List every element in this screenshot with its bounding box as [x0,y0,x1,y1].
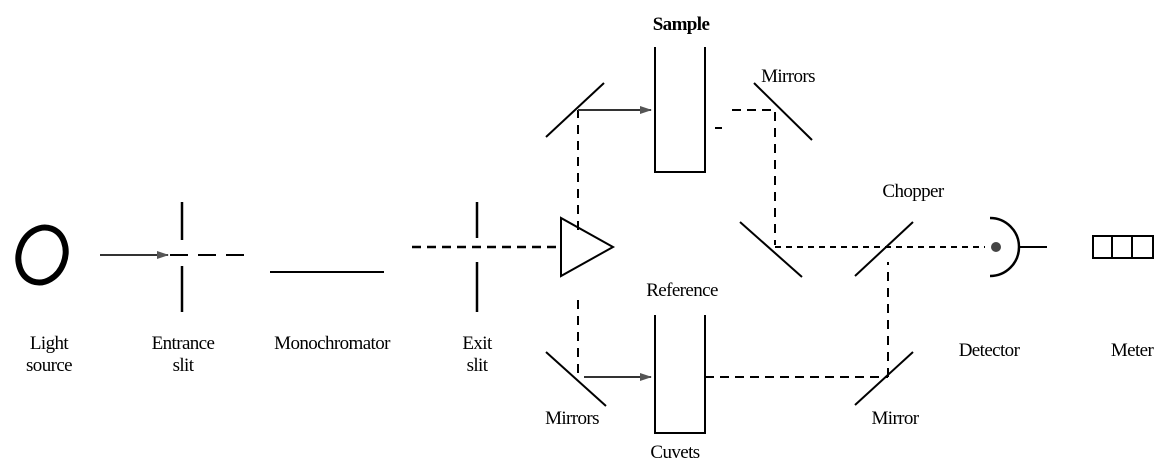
label-cuvets: Cuvets [650,442,700,463]
label-mirrors-bottom: Mirrors [545,408,599,429]
chopper [854,221,914,277]
label-mirrors-top: Mirrors [761,66,815,87]
light-source-lamp [15,224,69,286]
mirror-lower-left [545,351,607,407]
meter [1092,235,1154,259]
label-reference: Reference [646,280,718,301]
label-chopper: Chopper [882,181,944,202]
label-detector: Detector [958,340,1020,361]
label-sample: Sample [652,14,710,35]
label-mirror: Mirror [871,408,919,429]
label-monochromator: Monochromator [274,333,390,354]
mirror-upper-right [753,82,813,141]
reference-cuvet [654,315,706,434]
beam-splitter-prism [560,216,616,278]
mirror-upper-left [545,82,605,138]
mirror-lower-right [854,351,914,406]
label-meter: Meter [1110,340,1154,361]
sample-cuvet [654,47,706,173]
detector-dot [991,242,1001,252]
mirror-middle-right [739,221,803,278]
